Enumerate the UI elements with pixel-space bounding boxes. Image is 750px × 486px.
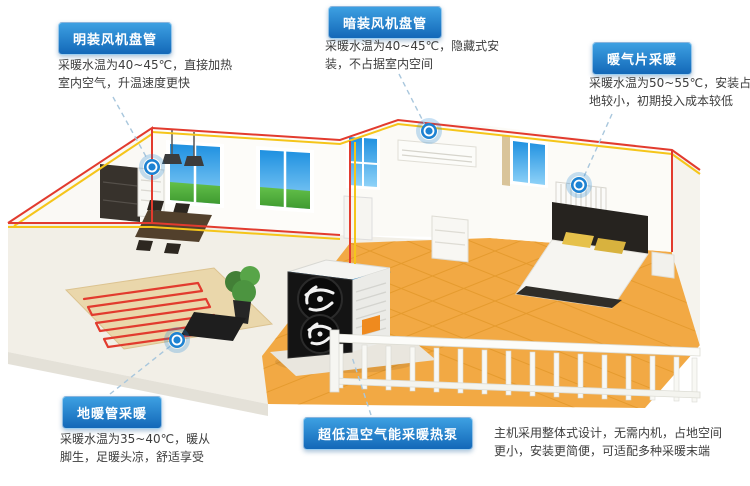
callout-desc-concealed-fan-coil: 采暖水温为40~45℃，隐藏式安 装，不占据室内空间 [325,37,499,73]
callout-exposed-fan-coil: 明装风机盘管 [58,22,173,55]
callout-label: 暗装风机盘管 [328,6,443,39]
desc-line: 采暖水温为50~55℃，安装占 [589,76,750,90]
marker-exposed-fan-coil [139,154,165,180]
callout-desc-heat-pump: 主机采用整体式设计，无需内机，占地空间 更小，安装更简便，可适配多种采暖末端 [494,424,722,460]
dining-set [135,200,212,254]
living-room-back-wall [152,128,340,235]
heat-pump-unit [270,259,436,376]
window [166,140,224,208]
bed [515,202,675,309]
desc-line: 采暖水温为35~40℃，暖从 [60,432,211,446]
ceiling-fan-coil-unit [397,139,477,168]
heating-pipes [7,118,701,264]
desc-line: 装，不占据室内空间 [325,57,434,71]
callout-heat-pump: 超低温空气能采暖热泵 [303,417,474,450]
callout-desc-floor-heating: 采暖水温为35~40℃，暖从 脚生，足暖头凉，舒适享受 [60,430,210,466]
callout-label: 超低温空气能采暖热泵 [303,417,474,450]
leader-lines [109,73,613,416]
desc-line: 室内空气，升温速度更快 [58,76,191,90]
callout-radiator: 暖气片采暖 [592,42,693,75]
window [346,134,380,190]
callout-desc-radiator: 采暖水温为50~55℃，安装占 地较小，初期投入成本较低 [589,74,750,110]
callout-concealed-fan-coil: 暗装风机盘管 [328,6,443,39]
callout-label: 明装风机盘管 [58,22,173,55]
vanity-cabinet [343,195,373,241]
desc-line: 地较小，初期投入成本较低 [589,94,734,108]
callout-floor-heating: 地暖管采暖 [62,396,163,429]
marker-concealed-fan-coil [416,118,442,144]
desc-line: 更小，安装更简便，可适配多种采暖末端 [494,444,711,458]
desc-line: 主机采用整体式设计，无需内机，占地空间 [494,426,723,440]
window [510,138,548,188]
window [256,146,314,213]
curtain [502,136,510,186]
brand-sticker [362,315,380,335]
coffee-table [181,312,246,341]
callout-desc-exposed-fan-coil: 采暖水温为40~45℃，直接加热 室内空气，升温速度更快 [58,56,232,92]
callout-label: 暖气片采暖 [592,42,693,75]
marker-floor-heating [164,327,190,353]
desc-line: 脚生，足暖头凉，舒适享受 [60,450,205,464]
patio-railing [329,329,701,403]
desc-line: 采暖水温为40~45℃，直接加热 [58,58,233,72]
dresser [431,215,469,263]
desc-line: 采暖水温为40~45℃，隐藏式安 [325,39,500,53]
callout-label: 地暖管采暖 [62,396,163,429]
marker-radiator [566,172,592,198]
right-side-wall [672,150,700,346]
kitchen-cabinet [100,164,140,222]
fan-icon [297,276,343,322]
